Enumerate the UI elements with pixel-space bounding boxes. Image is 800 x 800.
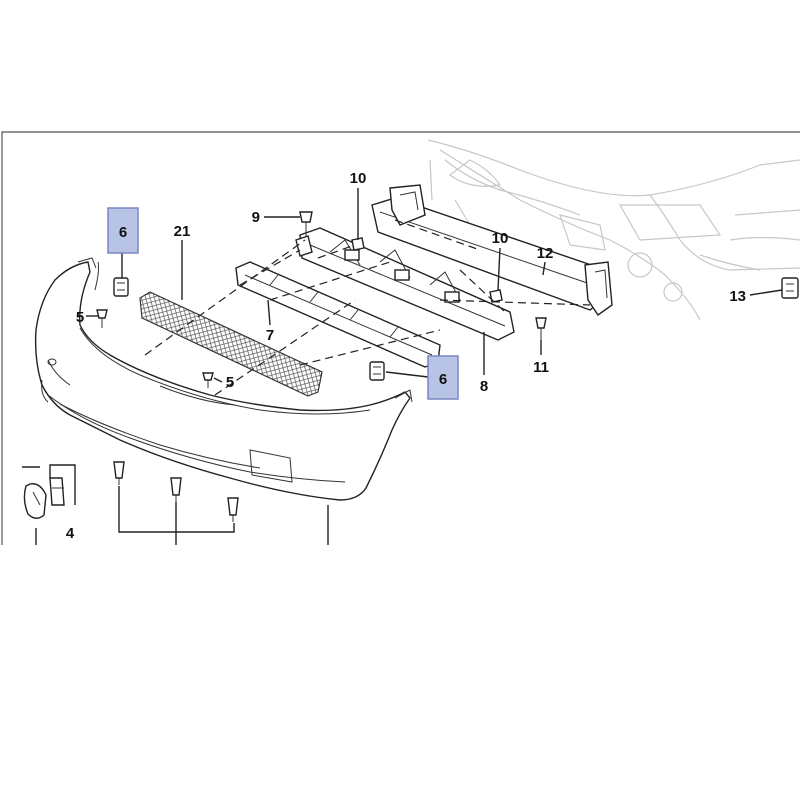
part-5-screw-upper: [96, 309, 108, 328]
frame-border: [1, 131, 800, 545]
label-part-13: 13: [729, 288, 746, 305]
label-part-8: 8: [480, 378, 488, 395]
bumper-cover: [34, 257, 413, 501]
label-part-4: 4: [66, 525, 75, 542]
part-5-screw-lower: [202, 372, 214, 388]
assembly-guide-lines: [144, 219, 591, 396]
label-part-6-top: 6: [119, 224, 127, 241]
part-11-clip: [535, 317, 547, 340]
lower-push-rivets: [113, 461, 239, 522]
highlight-box-6b: [427, 355, 459, 400]
label-part-5-lower: 5: [226, 374, 234, 391]
part-4-towing-cover: [23, 477, 65, 519]
part-8-bracket: [295, 227, 515, 341]
label-part-5-upper: 5: [76, 309, 84, 326]
label-part-21: 21: [174, 223, 191, 240]
label-part-11: 11: [533, 359, 549, 376]
part-6-clip-right: [369, 361, 385, 381]
part-13-clip: [781, 277, 799, 299]
part-6-clip-left: [113, 277, 129, 297]
part-21-grille: [139, 291, 323, 397]
label-part-10-right: 10: [492, 230, 509, 247]
leader-lines: [22, 188, 783, 545]
label-part-12: 12: [537, 245, 554, 262]
part-9-screw: [299, 211, 313, 236]
label-part-10-top: 10: [350, 170, 367, 187]
car-body-ghost: [427, 139, 800, 321]
label-part-6-right: 6: [439, 371, 447, 388]
highlight-box-6a: [107, 207, 139, 254]
label-part-9: 9: [252, 209, 260, 226]
label-part-7: 7: [266, 327, 274, 344]
part-12-impact-beam: [371, 184, 613, 316]
